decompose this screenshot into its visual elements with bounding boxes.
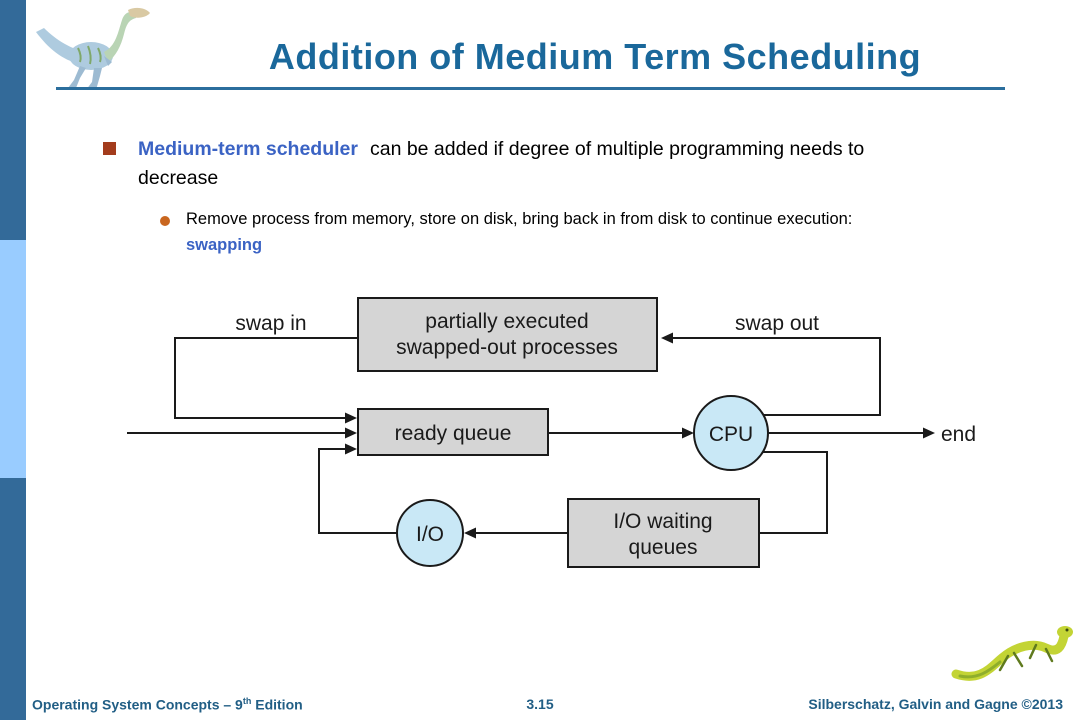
io-waiting-box-label-line2: queues	[629, 536, 698, 559]
footer-edition-text: Edition	[251, 696, 303, 713]
end-arrowhead	[923, 427, 935, 439]
lizard-image	[951, 626, 1073, 681]
sidebar-segment-middle	[0, 240, 26, 478]
swapped-out-box-label-line1: partially executed	[425, 310, 588, 333]
swap-out-label: swap out	[735, 312, 819, 335]
bullet-sub-highlight: swapping	[186, 236, 263, 254]
swapped-out-processes-box	[357, 297, 658, 372]
dinosaur-leg-back	[68, 66, 86, 88]
footer-authors: Silberschatz, Galvin and Gagne ©2013	[808, 696, 1063, 712]
dinosaur-logo-image	[36, 7, 150, 90]
ready-to-cpu-arrowhead	[682, 427, 694, 439]
sidebar-segment-bottom	[0, 478, 26, 720]
dinosaur-neck	[104, 11, 136, 62]
swap-in-arrowhead	[345, 412, 357, 424]
footer-book-title: Operating System Concepts – 9th Edition	[32, 696, 303, 713]
lizard-body	[951, 631, 1069, 681]
bullet-sub-text: Remove process from memory, store on dis…	[186, 210, 853, 228]
bullet-sub: Remove process from memory, store on dis…	[186, 206, 886, 258]
lizard-legs	[998, 643, 1054, 672]
ready-queue-label: ready queue	[395, 422, 512, 445]
io-wait-to-io-arrowhead	[464, 527, 476, 539]
cpu-node	[693, 395, 769, 471]
swap-out-arrowhead	[661, 332, 673, 344]
admit-arrowhead	[345, 427, 357, 439]
bullet-main-rest: can be added if degree of multiple progr…	[138, 138, 865, 189]
io-node	[396, 499, 464, 567]
dinosaur-leg-front	[86, 68, 102, 90]
medium-term-scheduling-diagram: partially executed swapped-out processes…	[127, 297, 976, 568]
end-label: end	[941, 423, 976, 446]
sidebar-accent-bar	[0, 0, 26, 720]
sub-bullet-dot-marker	[160, 216, 170, 226]
sidebar-segment-top	[0, 0, 26, 240]
io-waiting-box-label-line1: I/O waiting	[613, 510, 712, 533]
swap-in-wire	[174, 337, 358, 419]
lizard-eye	[1065, 628, 1069, 632]
dinosaur-stripes	[77, 45, 102, 65]
io-return-arrowhead	[345, 443, 357, 455]
cpu-label: CPU	[709, 423, 753, 446]
footer-edition-superscript: th	[242, 696, 252, 706]
dinosaur-arm	[104, 56, 112, 66]
dinosaur-head	[128, 7, 150, 18]
io-waiting-queues-box	[567, 498, 760, 568]
cpu-to-io-wait-wire	[760, 451, 828, 534]
io-return-wire	[318, 448, 397, 534]
lizard-stripe	[958, 660, 1002, 679]
lizard-head	[1057, 626, 1073, 638]
bullet-main-highlight: Medium-term scheduler	[138, 138, 358, 160]
page-title: Addition of Medium Term Scheduling	[268, 36, 922, 77]
bullet-square-marker	[103, 142, 116, 155]
io-label: I/O	[416, 523, 444, 546]
title-underline	[56, 87, 1005, 90]
swap-out-wire	[672, 337, 881, 416]
footer-book-title-text: Operating System Concepts – 9	[32, 696, 243, 713]
ready-queue-box	[357, 408, 549, 456]
footer-page-number: 3.15	[526, 696, 554, 712]
swap-in-label: swap in	[235, 312, 306, 335]
swapped-out-box-label-line2: swapped-out processes	[396, 336, 618, 359]
